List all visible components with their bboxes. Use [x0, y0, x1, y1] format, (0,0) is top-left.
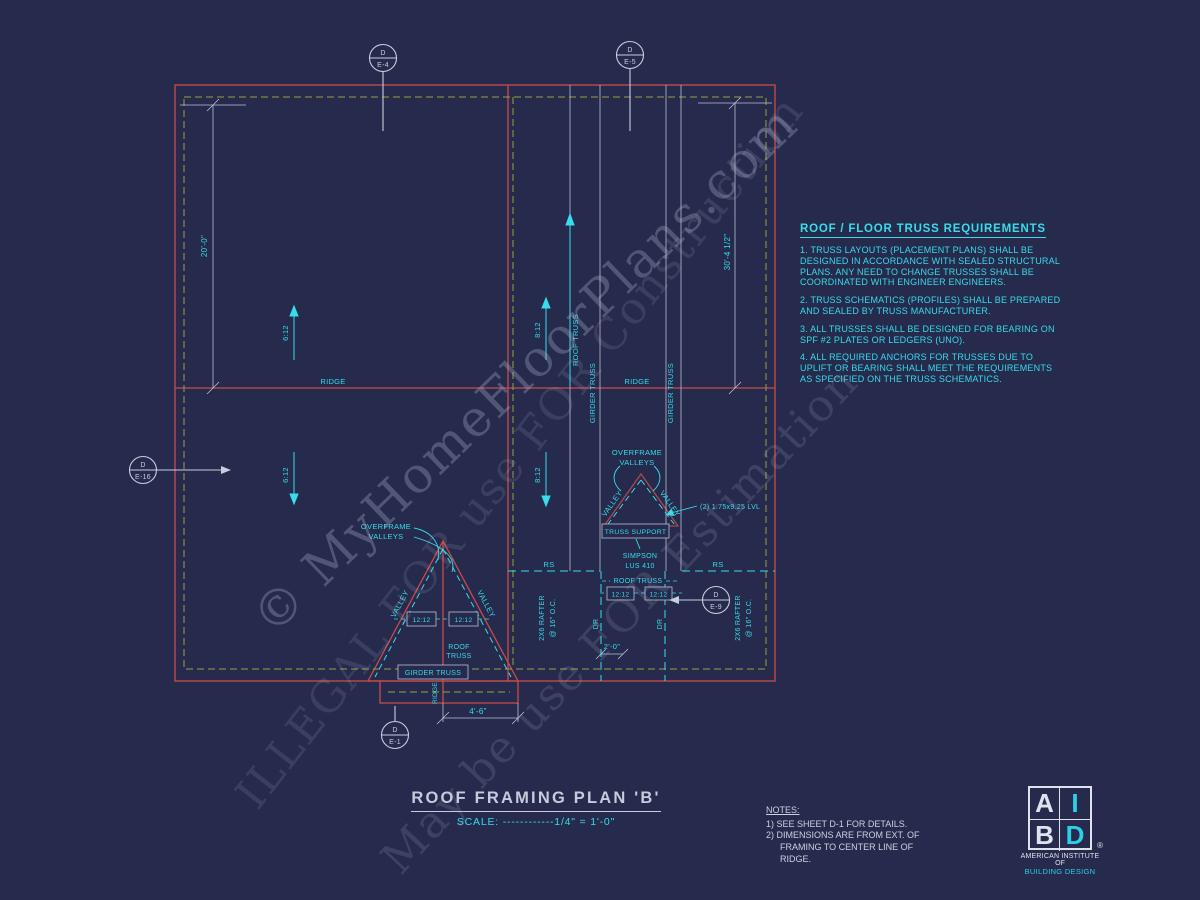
slope-6-12-upper: 6:12 [281, 325, 290, 341]
dim-20-label: 20'-0" [200, 235, 209, 257]
logo-letter-d: D [1065, 820, 1085, 850]
logo-letter-i: I [1060, 788, 1090, 820]
rafter-label-left-2: @ 16" O.C. [550, 599, 557, 638]
svg-text:D: D [392, 727, 397, 734]
svg-text:E-16: E-16 [135, 474, 151, 481]
girder-truss-label-vertical-2: GIRDER TRUSS [666, 363, 675, 423]
slope-8-12-lower: 8:12 [533, 467, 542, 483]
overframe-valleys-left-1: OVERFRAME [361, 522, 411, 531]
dr-label-right: DR [657, 619, 664, 630]
overframe-valleys-right-1: OVERFRAME [612, 448, 662, 457]
ridge-label-right: RIDGE [624, 377, 649, 386]
callout-e9: D E-9 [701, 585, 731, 615]
slope-12-12-box-1: 12:12 [413, 617, 431, 624]
truss-support-label: TRUSS SUPPORT [605, 529, 667, 536]
leader-lines [413, 465, 698, 573]
aibd-logo-box: A I B D [1028, 786, 1092, 851]
requirement-item: 3. ALL TRUSSES SHALL BE DESIGNED FOR BEA… [800, 323, 1055, 345]
slope-12-12-box-2: 12:12 [455, 617, 473, 624]
valley-label-big-right: VALLEY [475, 589, 497, 619]
truss-requirements-heading: ROOF / FLOOR TRUSS REQUIREMENTS [800, 223, 1046, 238]
svg-text:D: D [713, 592, 718, 599]
roof-truss-bottom-1: ROOF [448, 644, 469, 651]
rafter-label-left-1: 2X6 RAFTER [539, 595, 546, 640]
note-item: 1) SEE SHEET D-1 FOR DETAILS. [766, 818, 908, 829]
overframe-valleys-left-2: VALLEYS [369, 532, 404, 541]
note-item: 2) DIMENSIONS ARE FROM EXT. OF FRAMING T… [766, 830, 920, 864]
simpson-model-label: LUS 410 [625, 563, 654, 570]
logo-letter-a: A [1030, 788, 1060, 820]
rafter-label-right-1: 2X6 RAFTER [735, 595, 742, 640]
truss-requirements-block: ROOF / FLOOR TRUSS REQUIREMENTS 1. TRUSS… [800, 219, 1062, 385]
slope-12-12-box-3: 12:12 [612, 592, 630, 599]
girder-truss-label-vertical-1: GIRDER TRUSS [588, 363, 597, 423]
dim-2-0-label: 2'-0" [604, 642, 620, 651]
slope-6-12-lower: 6:12 [281, 467, 290, 483]
dimension-lines [180, 96, 772, 725]
svg-text:D: D [140, 462, 145, 469]
roof-truss-bottom-2: TRUSS [446, 653, 471, 660]
logo-letter-b: B [1030, 820, 1060, 851]
roof-truss-label-vertical: ROOF TRUSS [571, 314, 580, 366]
requirement-item: 2. TRUSS SCHEMATICS (PROFILES) SHALL BE … [800, 295, 1061, 316]
connector-dashes [394, 580, 682, 620]
callout-e4: D E-4 [368, 43, 398, 73]
registered-mark: ® [1097, 841, 1103, 850]
svg-text:D: D [380, 50, 385, 57]
overframe-valleys-right-2: VALLEYS [620, 458, 655, 467]
aibd-logo: A I B D ® AMERICAN INSTITUTE OF BUILDING… [1016, 786, 1104, 876]
lvl-label: (2) 1.75x9.25 LVL [700, 504, 760, 511]
requirement-item: 4. ALL REQUIRED ANCHORS FOR TRUSSES DUE … [800, 352, 1053, 384]
dim-4-6-label: 4'-6" [469, 707, 486, 716]
ridge-label-left: RIDGE [320, 377, 345, 386]
drawing-title-block: ROOF FRAMING PLAN 'B' SCALE: -----------… [376, 789, 696, 828]
rafter-label-right-2: @ 16" O.C. [746, 599, 753, 638]
requirement-item: 1. TRUSS LAYOUTS (PLACEMENT PLANS) SHALL… [800, 245, 1060, 288]
truss-grid-lines [569, 85, 682, 571]
callout-e5: D E-5 [615, 40, 645, 70]
slope-12-12-box-4: 12:12 [650, 592, 668, 599]
rs-label-left: RS [543, 560, 554, 569]
slope-arrows [289, 212, 575, 508]
logo-org-line1: AMERICAN INSTITUTE [1020, 853, 1100, 860]
dim-30-label: 30'-4 1/2" [723, 234, 732, 271]
rs-label-right: RS [712, 560, 723, 569]
svg-text:E-5: E-5 [624, 59, 636, 66]
svg-text:E-1: E-1 [389, 739, 401, 746]
logo-org-line2: OF [1055, 860, 1065, 867]
logo-org-line3: BUILDING DESIGN [1024, 867, 1096, 876]
notes-heading: NOTES: [766, 805, 800, 815]
svg-text:E-9: E-9 [710, 604, 722, 611]
label-boxes [397, 523, 673, 680]
simpson-label: SIMPSON [623, 553, 657, 560]
drawing-title: ROOF FRAMING PLAN 'B' [411, 789, 661, 812]
callout-e16: D E-16 [128, 455, 158, 485]
drawing-scale: SCALE: ------------1/4" = 1'-0" [456, 816, 616, 828]
detail-callouts: D E-4 D E-5 D E-16 D E-9 [128, 40, 731, 750]
roof-truss-right-label: ROOF TRUSS [614, 578, 663, 585]
svg-text:D: D [627, 47, 632, 54]
building-outline [174, 84, 776, 704]
notes-block: NOTES: 1) SEE SHEET D-1 FOR DETAILS. 2) … [766, 805, 942, 865]
dashed-bearing-outline [183, 96, 767, 693]
slope-8-12-upper: 8:12 [533, 322, 542, 338]
girder-truss-box-label: GIRDER TRUSS [405, 670, 461, 677]
ridge-label-bay: RIDGE [432, 682, 439, 704]
callout-e1: D E-1 [380, 720, 410, 750]
dr-label-left: DR [593, 619, 600, 630]
svg-text:E-4: E-4 [377, 62, 389, 69]
